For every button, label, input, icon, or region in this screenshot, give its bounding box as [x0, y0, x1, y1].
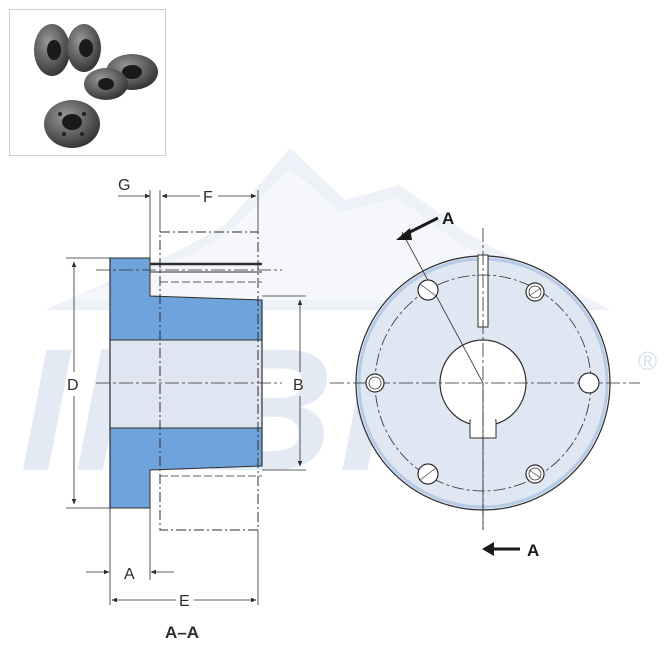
watermark-brand-text: IRBIS	[20, 313, 517, 508]
split-slot	[477, 254, 489, 328]
section-bore	[110, 340, 262, 428]
section-cut-line	[401, 231, 484, 384]
dim-label-d: D	[67, 377, 79, 394]
dim-label-f: F	[203, 189, 213, 206]
mating-part-phantom	[159, 231, 259, 531]
bolt-hole-bottom-left	[417, 463, 439, 485]
dim-label-b: B	[293, 377, 304, 394]
dimension-lines	[66, 190, 306, 605]
dim-label-g: G	[118, 177, 130, 194]
section-view	[96, 231, 282, 531]
section-arrow-top-label: A	[442, 209, 454, 228]
section-arrow-bottom	[482, 542, 520, 556]
section-arrow-top	[396, 216, 439, 240]
bolt-hole-bottom-right	[525, 464, 545, 484]
bolt-hole-right	[578, 372, 600, 394]
taper-bush-photo	[34, 24, 158, 148]
bolt-circle	[374, 274, 592, 492]
section-upper-part	[109, 257, 263, 341]
product-photo-thumbnail	[9, 9, 166, 156]
section-title: A–A	[165, 623, 199, 642]
section-arrow-bottom-label: A	[527, 541, 539, 560]
bolt-hole-top-right	[525, 282, 545, 302]
watermark-mountain	[45, 148, 610, 310]
bore	[439, 339, 527, 427]
dim-label-e: E	[179, 593, 190, 610]
dim-label-a: A	[124, 566, 135, 583]
registered-mark: ®	[638, 346, 657, 376]
bolt-hole-top-left	[417, 279, 439, 301]
front-view	[330, 228, 640, 530]
bolt-hole-left	[365, 373, 385, 393]
keyway	[469, 419, 497, 439]
bush-face	[355, 255, 611, 511]
section-lower-part	[109, 427, 263, 509]
